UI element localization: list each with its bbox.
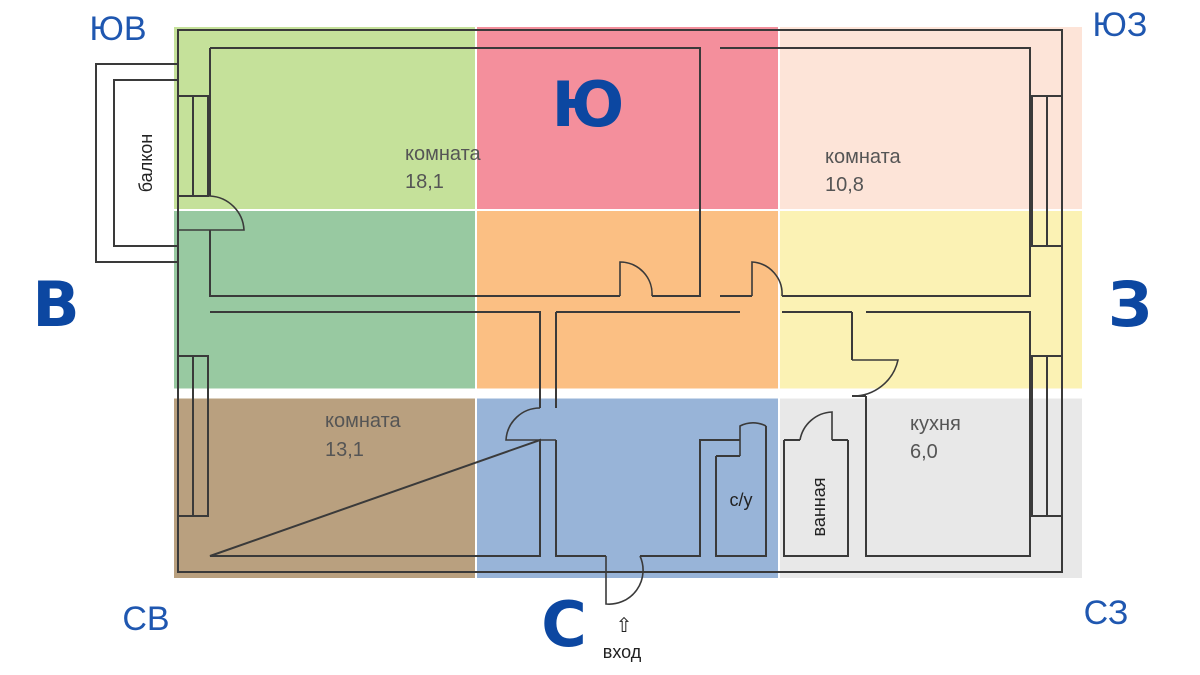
- room-18-walls: [209, 47, 701, 297]
- balcony-label: балкон: [136, 134, 156, 192]
- toilet-label: с/у: [729, 490, 752, 510]
- room-label-name: комната: [825, 146, 902, 168]
- room-10-door: [751, 261, 783, 297]
- room-label-area: 6,0: [910, 441, 938, 463]
- direction-south-east: ЮВ: [89, 10, 146, 48]
- direction-south-west: ЮЗ: [1093, 6, 1148, 44]
- zone-north: [476, 397, 779, 578]
- balcony-door: [178, 195, 245, 231]
- zone-north-east: [174, 397, 476, 578]
- bath-walls: [783, 439, 849, 557]
- zone-east: [174, 210, 476, 390]
- bath-door: [799, 411, 833, 441]
- room-labels: комната 18,1 комната 10,8 комната 13,1 к…: [136, 134, 961, 662]
- direction-labels: Ю С В З ЮВ ЮЗ СВ СЗ: [32, 6, 1152, 661]
- direction-east: В: [32, 268, 79, 341]
- room-label-name: комната: [325, 410, 402, 432]
- direction-north-west: СЗ: [1084, 594, 1129, 632]
- entrance-arrow-icon: ⇧: [616, 615, 633, 637]
- direction-zones: [174, 27, 1082, 578]
- room-label-name: комната: [405, 143, 482, 165]
- zone-south-east: [174, 27, 476, 210]
- room-13-door: [505, 407, 556, 441]
- doors: [178, 195, 899, 605]
- toilet-door: [739, 422, 767, 456]
- balcony-outline: [95, 63, 178, 263]
- direction-north-east: СВ: [122, 600, 169, 638]
- bathroom-label: ванная: [809, 477, 829, 536]
- room-label-area: 13,1: [325, 439, 364, 461]
- room-label-area: 18,1: [405, 171, 444, 193]
- room-label-name: кухня: [910, 413, 961, 435]
- zone-west: [779, 210, 1082, 390]
- entrance-door: [605, 555, 644, 605]
- direction-south: Ю: [552, 68, 625, 141]
- toilet-walls: [715, 426, 767, 557]
- walls: [95, 29, 1063, 573]
- direction-west: З: [1108, 268, 1152, 341]
- room-10-walls: [720, 47, 1031, 297]
- zone-south: [476, 27, 779, 210]
- room-18-door: [619, 261, 653, 297]
- room-label-area: 10,8: [825, 174, 864, 196]
- entrance-label: вход: [603, 642, 642, 662]
- zone-center: [476, 210, 779, 390]
- room-13-walls: [209, 311, 541, 557]
- direction-north: С: [541, 588, 587, 661]
- kitchen-door: [851, 359, 899, 397]
